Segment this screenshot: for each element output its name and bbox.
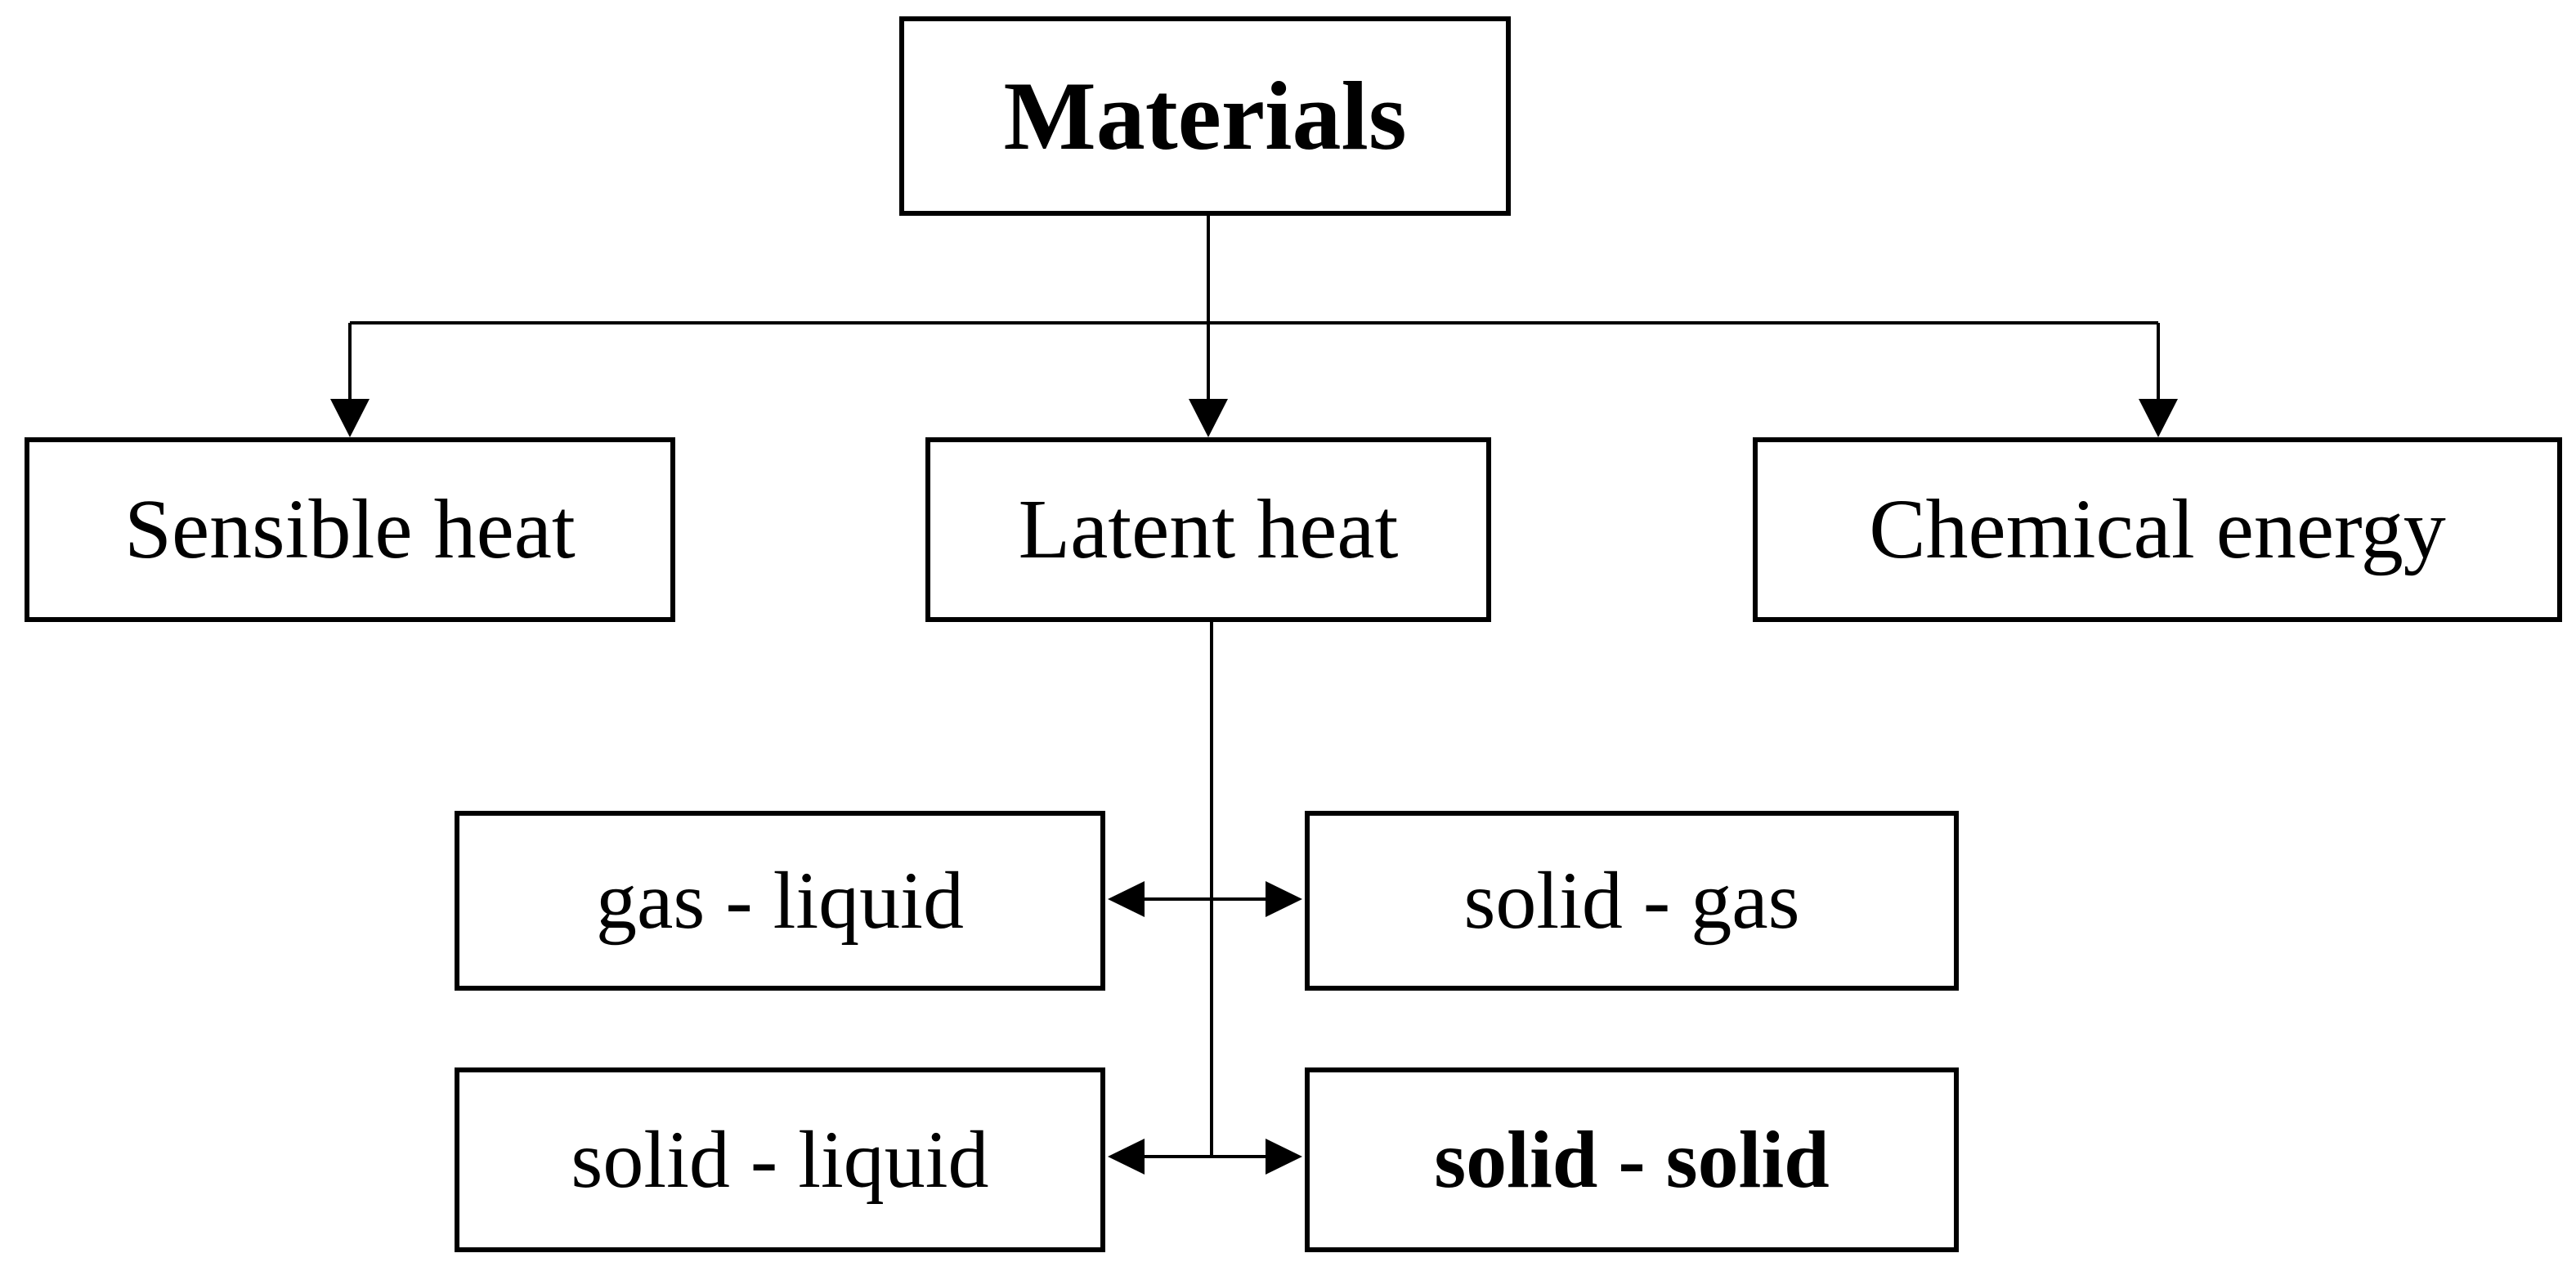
- gas-liquid-box: gas - liquid: [455, 811, 1105, 991]
- arrowhead-latent: [1189, 399, 1228, 437]
- sensible-heat-box: Sensible heat: [25, 437, 675, 622]
- latent-heat-label: Latent heat: [1018, 482, 1399, 576]
- chemical-energy-label: Chemical energy: [1869, 482, 2446, 576]
- solid-solid-box: solid - solid: [1305, 1067, 1959, 1252]
- arrowhead-gas-liquid: [1108, 881, 1145, 917]
- sensible-heat-label: Sensible heat: [124, 482, 576, 576]
- chemical-energy-box: Chemical energy: [1753, 437, 2562, 622]
- arrowhead-solid-solid: [1266, 1139, 1302, 1175]
- arrowhead-chemical: [2139, 399, 2178, 437]
- arrowhead-sensible: [330, 399, 370, 437]
- solid-liquid-label: solid - liquid: [571, 1114, 989, 1205]
- solid-liquid-box: solid - liquid: [455, 1067, 1105, 1252]
- solid-solid-label: solid - solid: [1434, 1114, 1830, 1205]
- materials-label: Materials: [1003, 61, 1407, 170]
- solid-gas-box: solid - gas: [1305, 811, 1959, 991]
- arrowhead-solid-liquid: [1108, 1139, 1145, 1175]
- materials-box: Materials: [899, 16, 1511, 216]
- latent-heat-box: Latent heat: [925, 437, 1491, 622]
- solid-gas-label: solid - gas: [1463, 855, 1800, 946]
- gas-liquid-label: gas - liquid: [596, 855, 964, 946]
- arrowhead-solid-gas: [1266, 881, 1302, 917]
